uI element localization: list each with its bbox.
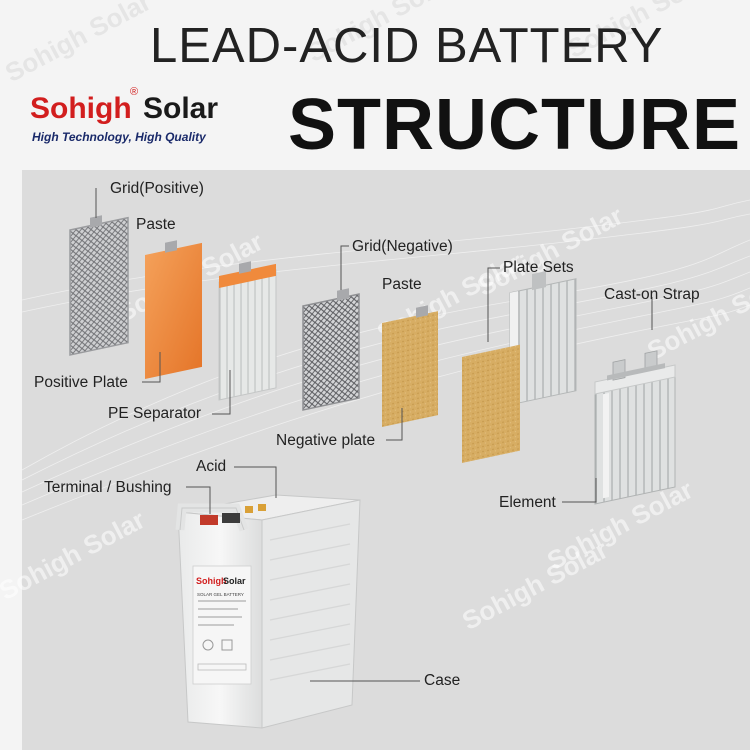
label-paste-positive: Paste: [136, 216, 176, 233]
registered-mark: ®: [130, 86, 139, 98]
negative-grid: [302, 288, 360, 411]
brand-tagline: High Technology, High Quality: [32, 130, 206, 144]
label-acid: Acid: [196, 458, 227, 475]
label-pe-separator: PE Separator: [108, 405, 202, 422]
battery-brand-red: Sohigh: [196, 576, 227, 586]
brand-logo: Sohigh ® Solar High Technology, High Qua…: [30, 86, 250, 152]
negative-paste: [382, 305, 438, 427]
label-negative-plate: Negative plate: [276, 432, 376, 449]
element: [594, 350, 676, 505]
positive-grid: [69, 215, 129, 356]
label-positive-plate: Positive Plate: [34, 374, 128, 391]
pe-separator: [218, 261, 277, 401]
leader-lines: [95, 188, 653, 682]
brand-name-dark: Solar: [143, 92, 219, 125]
label-case: Case: [424, 672, 461, 689]
title-line-2: STRUCTURE: [288, 85, 741, 165]
label-paste-negative: Paste: [382, 276, 422, 293]
label-element: Element: [499, 494, 556, 511]
label-terminal-bushing: Terminal / Bushing: [44, 479, 172, 496]
brand-name-red: Sohigh: [30, 92, 132, 125]
plate-sets: [462, 271, 577, 463]
positive-paste: [145, 240, 202, 379]
title-line-1: LEAD-ACID BATTERY: [150, 19, 664, 73]
battery-brand-dark: Solar: [223, 576, 246, 586]
battery-product-name: SOLAR GEL BATTERY: [197, 592, 244, 597]
label-cast-on-strap: Cast-on Strap: [604, 286, 700, 303]
label-grid-negative: Grid(Negative): [352, 238, 453, 255]
decorative-curves: [21, 199, 750, 521]
battery-case: Sohigh Solar SOLAR GEL BATTERY: [175, 494, 361, 729]
label-grid-positive: Grid(Positive): [110, 180, 204, 197]
label-plate-sets: Plate Sets: [503, 259, 574, 276]
